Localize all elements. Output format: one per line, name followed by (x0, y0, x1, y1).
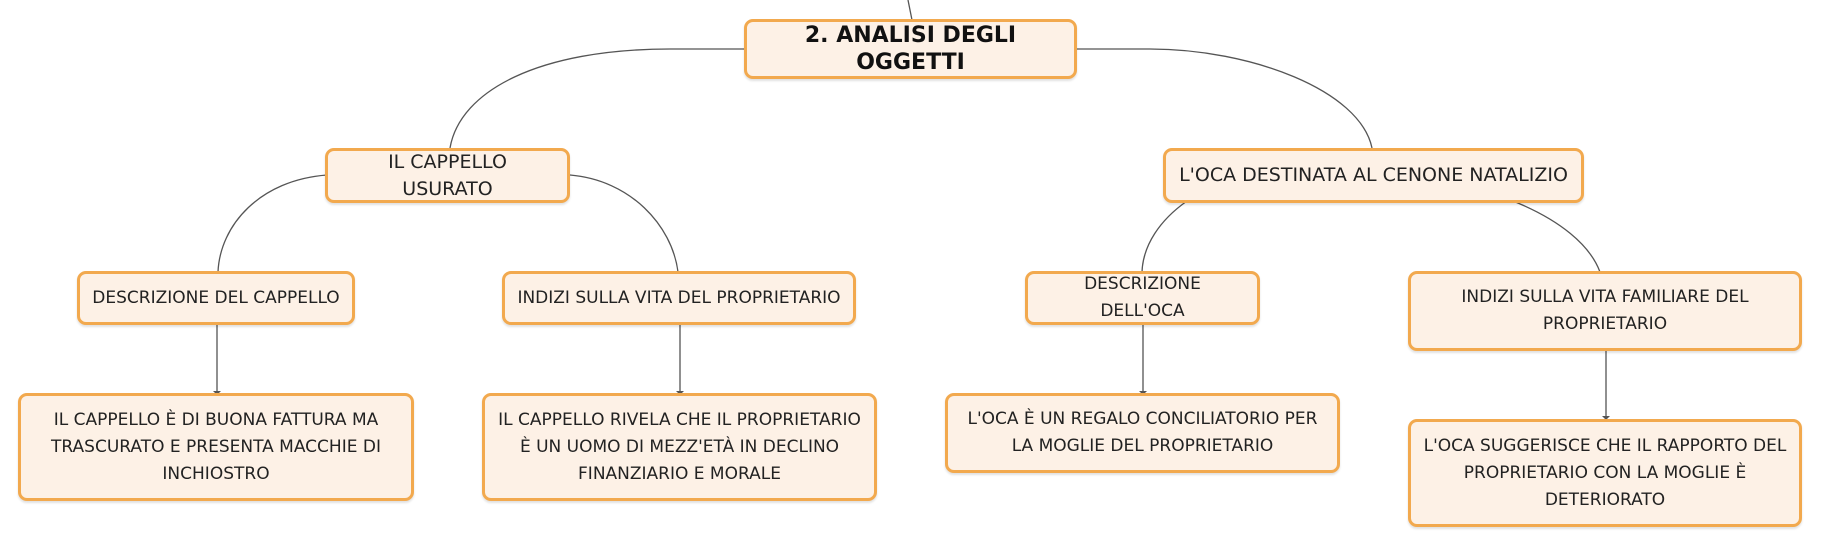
node-indizi-familiare-label: INDIZI SULLA VITA FAMILIARE DEL PROPRIET… (1461, 287, 1749, 334)
node-descrizione-cappello[interactable]: DESCRIZIONE DEL CAPPELLO (77, 271, 355, 325)
detail-node-oca[interactable]: L'OCA È UN REGALO CONCILIATORIO PER LA M… (945, 393, 1340, 473)
detail-node-cappello-text: IL CAPPELLO È DI BUONA FATTURA MA TRASCU… (51, 409, 381, 484)
branch-node-cappello[interactable]: IL CAPPELLO USURATO (325, 148, 570, 203)
detail-node-proprietario-text: IL CAPPELLO RIVELA CHE IL PROPRIETARIO È… (498, 409, 861, 484)
connector-cappello-to-descrizione (217, 174, 328, 273)
node-descrizione-oca-label: DESCRIZIONE DELL'OCA (1084, 274, 1201, 321)
detail-node-familiare-text: L'OCA SUGGERISCE CHE IL RAPPORTO DEL PRO… (1423, 435, 1787, 510)
connector-cappello-to-indizi (569, 174, 679, 273)
root-node-label: 2. ANALISI DEGLI OGGETTI (804, 23, 1017, 75)
connector-root-to-oca (1076, 48, 1373, 149)
detail-node-cappello[interactable]: IL CAPPELLO È DI BUONA FATTURA MA TRASCU… (18, 393, 414, 501)
connector-root-to-cappello (449, 48, 745, 149)
node-indizi-familiare[interactable]: INDIZI SULLA VITA FAMILIARE DEL PROPRIET… (1408, 271, 1802, 351)
arrowhead-detail-familiare (1602, 416, 1610, 420)
detail-node-proprietario[interactable]: IL CAPPELLO RIVELA CHE IL PROPRIETARIO È… (482, 393, 877, 501)
branch-node-oca[interactable]: L'OCA DESTINATA AL CENONE NATALIZIO (1163, 148, 1584, 203)
connector-parent-to-root (907, 0, 913, 21)
branch-node-cappello-label: IL CAPPELLO USURATO (388, 150, 507, 200)
detail-node-familiare[interactable]: L'OCA SUGGERISCE CHE IL RAPPORTO DEL PRO… (1408, 419, 1802, 527)
node-descrizione-cappello-label: DESCRIZIONE DEL CAPPELLO (92, 287, 340, 308)
connector-oca-to-indizi (1512, 200, 1601, 273)
branch-node-oca-label: L'OCA DESTINATA AL CENONE NATALIZIO (1179, 164, 1568, 186)
node-descrizione-oca[interactable]: DESCRIZIONE DELL'OCA (1025, 271, 1260, 325)
node-indizi-proprietario[interactable]: INDIZI SULLA VITA DEL PROPRIETARIO (502, 271, 856, 325)
node-indizi-proprietario-label: INDIZI SULLA VITA DEL PROPRIETARIO (517, 287, 841, 308)
connector-oca-to-descrizione (1141, 200, 1188, 273)
root-node[interactable]: 2. ANALISI DEGLI OGGETTI (744, 19, 1077, 79)
detail-node-oca-text: L'OCA È UN REGALO CONCILIATORIO PER LA M… (967, 409, 1318, 456)
